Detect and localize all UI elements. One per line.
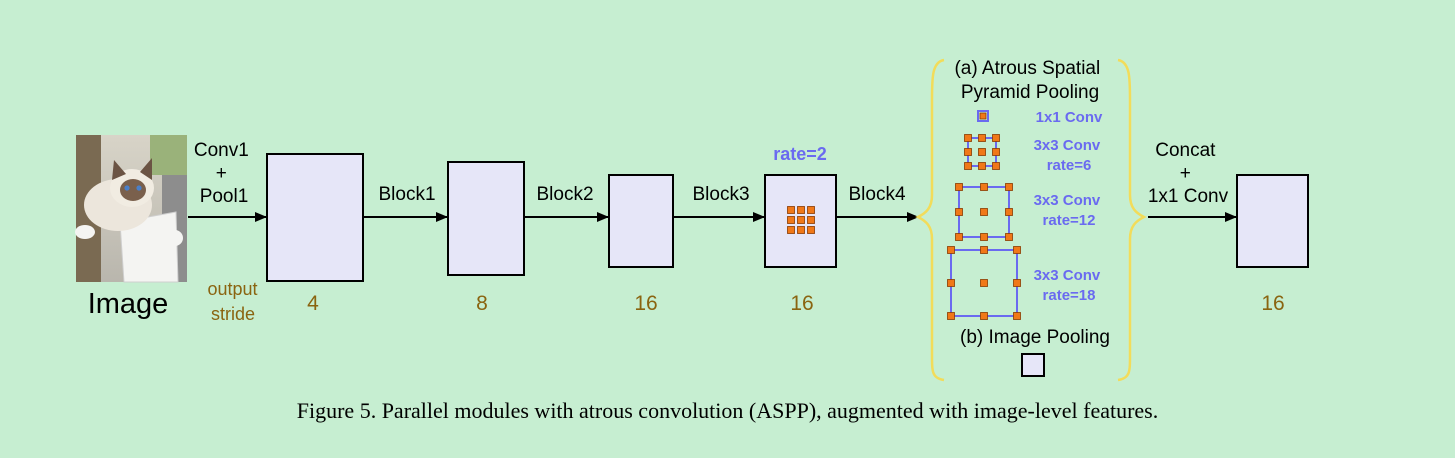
kernel-rate12-dot [1005,208,1013,216]
output-stride-line-2: stride [211,304,255,324]
kernel-rate18 [947,246,1021,320]
kernel-rate12-dot [1005,183,1013,191]
kernel-rate12-dot [980,183,988,191]
kernel-rate18-dot [1013,312,1021,320]
stride-16-label-b: 16 [790,292,813,315]
block3-rate-label: rate=2 [773,144,827,164]
block3-kernel [787,206,815,234]
output-feature-map [1236,174,1309,268]
kernel-rate6-dot [964,148,972,156]
aspp-diagram: Image Conv1 + Pool1 4 output stride Bloc… [75,58,1309,382]
output-stride-16-label: 16 [1261,292,1284,315]
kernel-rate12 [955,183,1013,241]
kernel-rate12-dot [980,208,988,216]
kernel-rate12-dot [1005,233,1013,241]
kernel-rate12-dot [955,208,963,216]
concat-line-2: + [1180,163,1191,184]
conv1-line-2: + [216,163,227,184]
branch-0-line-1: 1x1 Conv [1036,109,1103,126]
branch-1x1-label: 1x1 Conv [1036,109,1103,126]
aspp-kernels [947,110,1021,320]
block3-kernel-dot [787,216,795,224]
kernel-1x1-dot [979,112,987,120]
kernel-rate6 [964,134,1000,170]
block1-label: Block1 [378,184,435,205]
image-pooling-feature [1021,353,1045,377]
feature-map-stride-8 [447,161,525,276]
branch-3-line-2: rate=18 [1043,287,1096,304]
branch-1-line-2: rate=6 [1047,157,1092,174]
kernel-rate18-dot [980,246,988,254]
block3-kernel-dot [807,216,815,224]
aspp-title: (a) Atrous Spatial Pyramid Pooling [954,58,1105,103]
block3-kernel-dot [787,206,795,214]
concat-label: Concat + 1x1 Conv [1148,140,1229,207]
block3-atrous-kernel [787,206,815,234]
feature-map-stride-16-a [608,174,674,268]
block3-kernel-dot [797,226,805,234]
kernel-rate6-dot [978,134,986,142]
conv1-line-3: Pool1 [200,186,249,207]
kernel-rate6-dot [964,134,972,142]
kernel-rate18-dot [980,312,988,320]
kernel-rate18-dot [947,312,955,320]
kernel-rate6-dot [992,162,1000,170]
kernel-rate12-dot [980,233,988,241]
kernel-rate12-dot [955,233,963,241]
stride-4-label: 4 [307,292,319,315]
branch-rate6-label: 3x3 Conv rate=6 [1034,137,1105,174]
input-cat-image [75,135,187,283]
kernel-rate6-dot [964,162,972,170]
branch-2-line-2: rate=12 [1043,212,1096,229]
kernel-rate6-dot [992,134,1000,142]
kernel-rate12-dot [955,183,963,191]
block3-kernel-dot [807,206,815,214]
block2-label: Block2 [536,184,593,205]
concat-line-3: 1x1 Conv [1148,186,1229,207]
branch-rate18-label: 3x3 Conv rate=18 [1034,267,1105,304]
kernel-rate18-dot [947,279,955,287]
block3-kernel-dot [787,226,795,234]
kernel-rate6-dot [978,162,986,170]
block3-kernel-dot [807,226,815,234]
block3-kernel-dot [797,216,805,224]
concat-line-1: Concat [1155,140,1216,161]
kernel-rate18-dot [1013,279,1021,287]
conv1-label: Conv1 + Pool1 [194,140,254,207]
output-stride-line-1: output [207,279,257,299]
stride-8-label: 8 [476,292,488,315]
feature-map-stride-4 [266,153,364,282]
image-pooling-label: (b) Image Pooling [960,327,1110,348]
kernel-rate6-dot [978,148,986,156]
branch-3-line-1: 3x3 Conv [1034,267,1101,284]
output-stride-label: output stride [207,279,262,324]
branch-rate12-label: 3x3 Conv rate=12 [1034,192,1105,229]
kernel-rate18-dot [980,279,988,287]
block4-label: Block4 [848,184,905,205]
kernel-rate18-dot [1013,246,1021,254]
figure-caption: Figure 5. Parallel modules with atrous c… [296,398,1159,423]
aspp-right-brace [1117,58,1147,382]
branch-1-line-1: 3x3 Conv [1034,137,1101,154]
kernel-rate18-dot [947,246,955,254]
aspp-title-line-2: Pyramid Pooling [961,82,1099,103]
block3-label: Block3 [692,184,749,205]
kernel-1x1-box [977,110,989,122]
conv1-line-1: Conv1 [194,140,249,161]
branch-2-line-1: 3x3 Conv [1034,192,1101,209]
stride-16-label-a: 16 [634,292,657,315]
input-image-label: Image [88,288,169,320]
block3-kernel-dot [797,206,805,214]
aspp-left-brace [915,58,945,382]
aspp-title-line-1: (a) Atrous Spatial [954,58,1100,79]
kernel-rate6-dot [992,148,1000,156]
